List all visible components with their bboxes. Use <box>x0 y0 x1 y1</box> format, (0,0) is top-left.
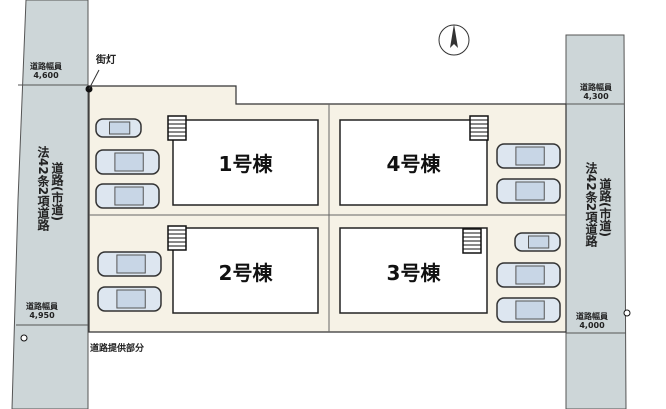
parked-car-icon <box>95 118 142 138</box>
parked-car-icon <box>95 149 160 175</box>
parked-car-icon <box>97 251 162 277</box>
parked-car-icon <box>496 262 561 288</box>
building-4-label: 4号棟 <box>386 152 441 176</box>
compass-icon <box>438 24 470 56</box>
balcony-deck-icon <box>167 225 187 251</box>
balcony-deck-icon <box>167 115 187 141</box>
building-1-label: 1号棟 <box>218 152 273 176</box>
right-road-type-a: 法42条2項道路 <box>584 162 598 248</box>
parked-car-icon <box>496 143 561 169</box>
building-3-label: 3号棟 <box>386 261 441 285</box>
balcony-deck-icon <box>462 228 482 254</box>
left-road-type-a: 法42条2項道路 <box>36 146 50 232</box>
street-light-label: 街灯 <box>96 55 116 66</box>
building-4 <box>339 119 488 206</box>
road-provision-label: 道路提供部分 <box>90 344 145 354</box>
left-road <box>11 0 89 409</box>
parked-car-icon <box>496 297 561 323</box>
parked-car-icon <box>97 286 162 312</box>
building-2 <box>172 227 319 314</box>
left-road-type-b: 道路(市道) <box>50 162 64 221</box>
pole-icon <box>623 309 631 317</box>
building-2-label: 2号棟 <box>218 261 273 285</box>
building-1 <box>172 119 319 206</box>
pole-icon <box>20 334 28 342</box>
parked-car-icon <box>514 232 561 252</box>
parked-car-icon <box>496 178 561 204</box>
street-light-leader <box>88 69 100 90</box>
right-road-type-b: 道路(市道) <box>598 178 612 237</box>
balcony-deck-icon <box>469 115 489 141</box>
parked-car-icon <box>95 183 160 209</box>
